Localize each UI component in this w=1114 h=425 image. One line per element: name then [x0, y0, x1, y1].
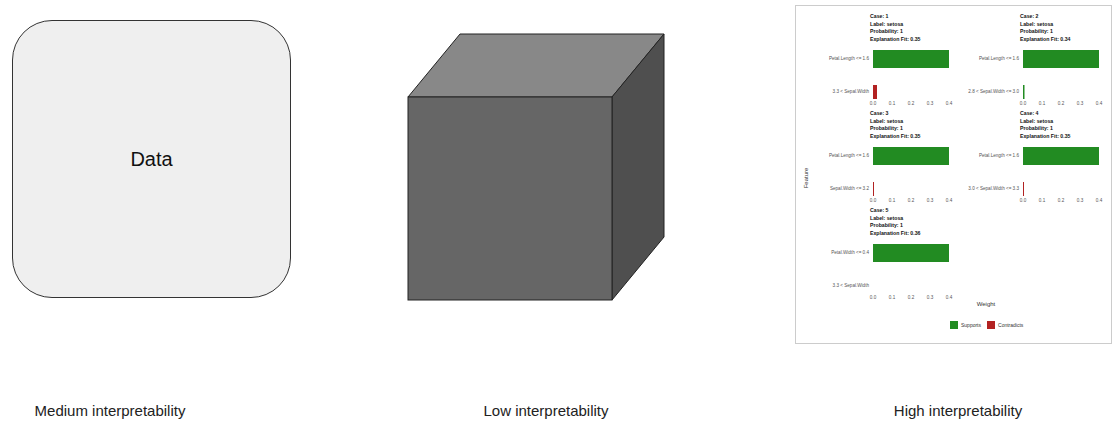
- tick-label: 0.2: [908, 102, 914, 107]
- panel-header: Explanation Fit: 0.35: [870, 134, 920, 139]
- legend-swatch: [950, 321, 958, 329]
- data-box: Data: [12, 20, 291, 298]
- tick-label: 0.4: [946, 296, 952, 301]
- panel-header: Label: setosa: [870, 119, 903, 124]
- tick-label: 0.0: [1020, 102, 1026, 107]
- feature-label: Petal.Length <= 1.6: [829, 57, 869, 62]
- panel-header: Explanation Fit: 0.35: [870, 37, 920, 42]
- axis-title: Feature: [803, 168, 809, 189]
- panel-header: Label: setosa: [1020, 22, 1053, 27]
- panel-header: Case: 2: [1020, 14, 1038, 19]
- feature-label: Sepal.Width <= 3.2: [830, 187, 869, 192]
- tick-label: 0.3: [927, 199, 933, 204]
- panel-header: Probability: 1: [870, 126, 903, 131]
- panel-header: Case: 3: [870, 111, 888, 116]
- tick-label: 0.1: [889, 102, 895, 107]
- black-box-cube: [408, 34, 664, 300]
- tick-label: 0.0: [870, 102, 876, 107]
- tick-label: 0.1: [889, 296, 895, 301]
- panel-header: Case: 4: [1020, 111, 1038, 116]
- legend-label: Supports: [961, 323, 981, 328]
- node-label: Data: [130, 148, 172, 171]
- feature-label: 3.3 < Sepal.Width: [833, 90, 869, 95]
- axis-title: Weight: [977, 301, 996, 307]
- tick-label: 0.1: [1039, 102, 1045, 107]
- panel-header: Probability: 1: [870, 223, 903, 228]
- tick-label: 0.2: [908, 199, 914, 204]
- legend-swatch: [987, 321, 995, 329]
- caption: High interpretability: [894, 403, 1022, 418]
- tick-label: 0.2: [1058, 199, 1064, 204]
- tick-label: 0.1: [1039, 199, 1045, 204]
- tick-label: 0.3: [1077, 199, 1083, 204]
- tick-label: 0.4: [1096, 102, 1102, 107]
- tick-label: 0.4: [1096, 199, 1102, 204]
- feature-label: Petal.Length <= 1.6: [979, 154, 1019, 159]
- tick-label: 0.4: [946, 102, 952, 107]
- tick-label: 0.0: [870, 199, 876, 204]
- feature-label: Petal.Length <= 1.6: [979, 57, 1019, 62]
- tick-label: 0.2: [1058, 102, 1064, 107]
- feature-label: 3.0 < Sepal.Width <= 3.3: [968, 187, 1019, 192]
- panel-header: Case: 1: [870, 14, 888, 19]
- panel-header: Explanation Fit: 0.35: [1020, 134, 1070, 139]
- tick-label: 0.3: [927, 296, 933, 301]
- panel-header: Probability: 1: [1020, 29, 1053, 34]
- caption: Medium interpretability: [35, 403, 186, 418]
- panel-header: Probability: 1: [1020, 126, 1053, 131]
- tick-label: 0.3: [1077, 102, 1083, 107]
- tick-label: 0.1: [889, 199, 895, 204]
- panel-header: Case: 5: [870, 208, 888, 213]
- tick-label: 0.2: [908, 296, 914, 301]
- feature-label: Petal.Length <= 1.6: [829, 154, 869, 159]
- panel-header: Explanation Fit: 0.36: [870, 231, 920, 236]
- feature-label: 2.8 < Sepal.Width <= 3.0: [968, 90, 1019, 95]
- legend-label: Contradicts: [998, 323, 1023, 328]
- panel-header: Label: setosa: [870, 22, 903, 27]
- tick-label: 0.0: [870, 296, 876, 301]
- panel-header: Label: setosa: [870, 216, 903, 221]
- panel-header: Probability: 1: [870, 29, 903, 34]
- panel-header: Explanation Fit: 0.34: [1020, 37, 1070, 42]
- explanation-chart: [796, 6, 1112, 344]
- panel-header: Label: setosa: [1020, 119, 1053, 124]
- caption: Low interpretability: [483, 403, 608, 418]
- tick-label: 0.4: [946, 199, 952, 204]
- tick-label: 0.3: [927, 102, 933, 107]
- feature-label: 3.3 < Sepal.Width: [833, 284, 869, 289]
- tick-label: 0.0: [1020, 199, 1026, 204]
- feature-label: Petal.Width <= 0.4: [831, 251, 869, 256]
